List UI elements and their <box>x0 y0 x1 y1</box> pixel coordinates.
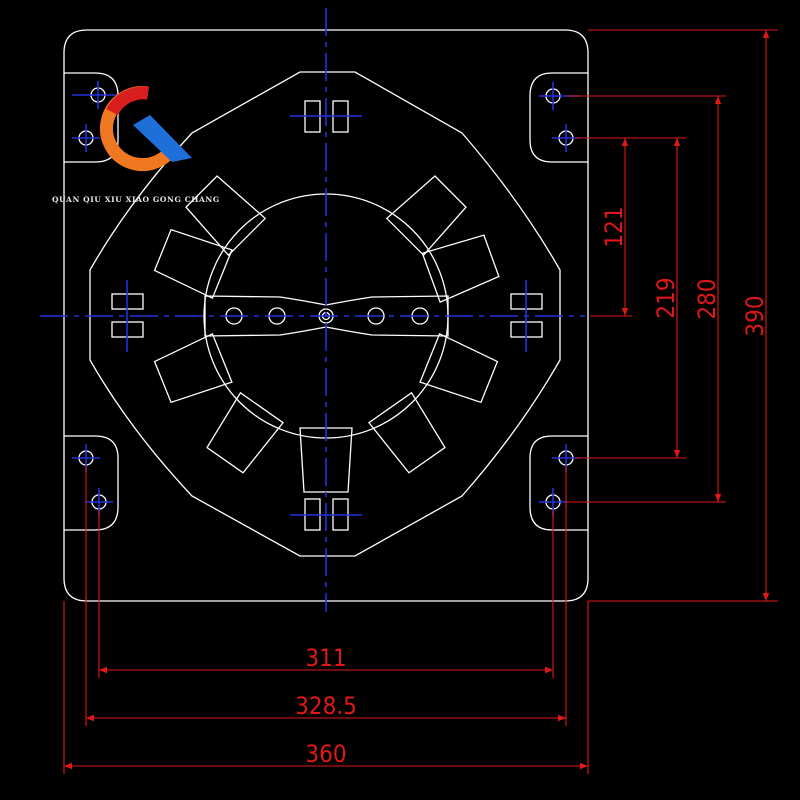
logo-caption: QUAN QIU XIU XIAO GONG CHANG <box>52 195 220 204</box>
dim-label-390: 390 <box>741 295 769 336</box>
corner-slot-top-right <box>529 72 588 163</box>
corner-slot-bottom-right <box>529 435 588 531</box>
brand-logo: QUAN QIU XIU XIAO GONG CHANG <box>52 86 220 204</box>
centerlines <box>40 8 585 612</box>
vertical-dimensions: 121 219 280 390 <box>566 29 778 602</box>
horizontal-dimensions: 311 328.5 360 <box>63 466 589 774</box>
dim-label-219: 219 <box>652 277 680 318</box>
center-band <box>204 295 449 337</box>
dim-label-311: 311 <box>305 644 346 672</box>
octagon-outline <box>89 71 561 557</box>
dim-label-360: 360 <box>305 740 346 768</box>
corner-slot-bottom-left <box>64 435 119 531</box>
dim-label-328-5: 328.5 <box>295 692 357 720</box>
radial-tabs <box>153 175 500 493</box>
logo-q-ring-red <box>106 86 149 116</box>
logo-q-tail <box>133 115 192 162</box>
plate-outline <box>63 29 589 602</box>
dim-label-280: 280 <box>693 278 721 319</box>
corner-slot-top-left <box>64 72 119 163</box>
dim-label-121: 121 <box>600 206 628 247</box>
